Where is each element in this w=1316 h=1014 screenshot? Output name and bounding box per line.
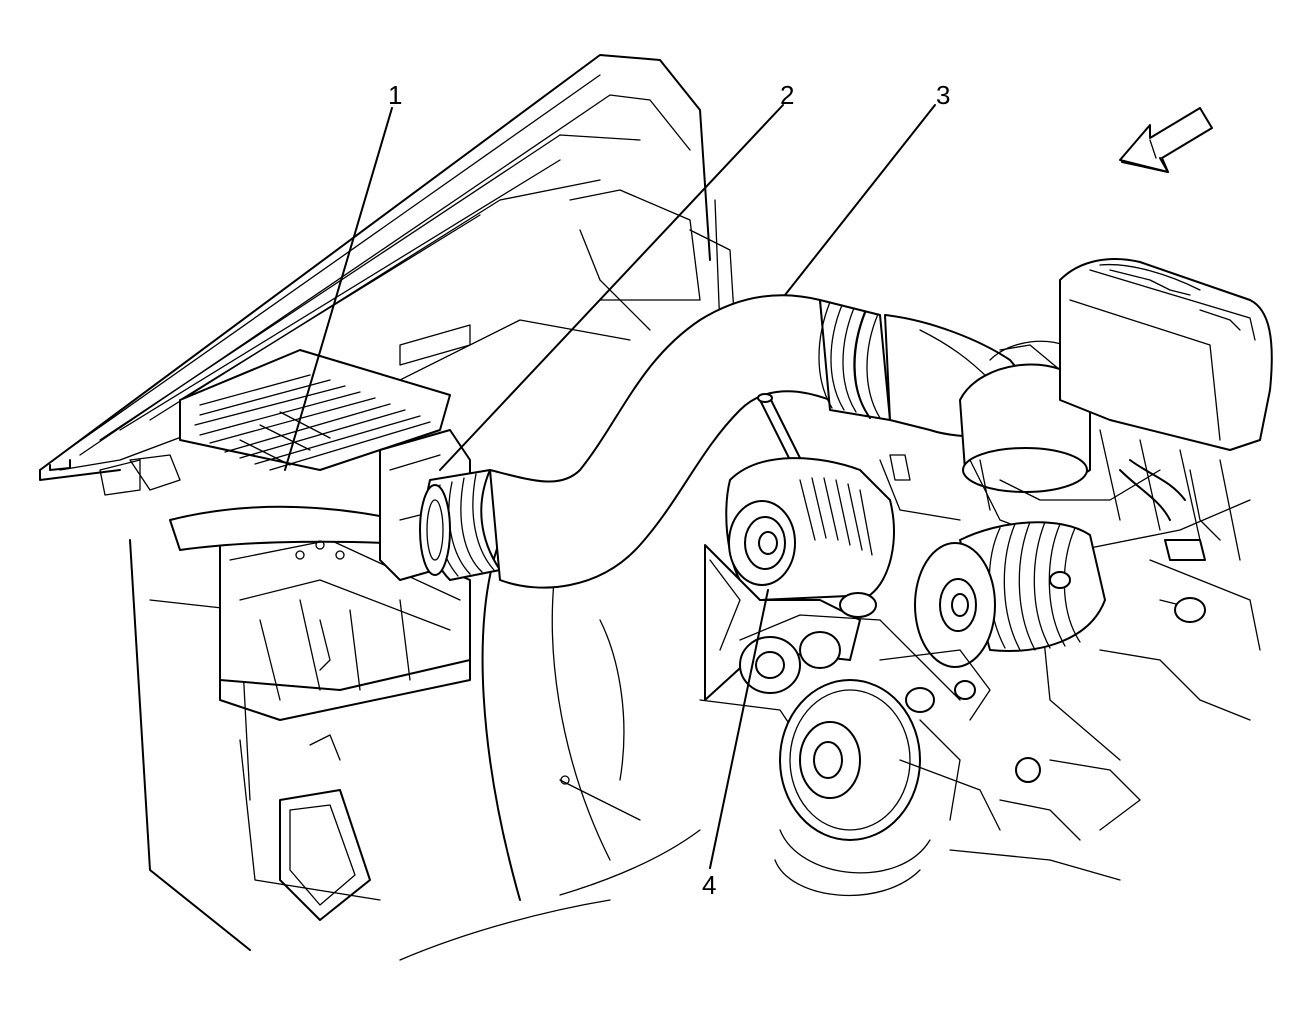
- outlet-duct-clamp: [419, 469, 501, 581]
- callout-3: 3: [936, 80, 950, 110]
- callout-4-leader: [709, 589, 769, 869]
- callout-1-leader: [284, 107, 393, 471]
- throttle-body: [959, 340, 1091, 493]
- callout-2: 2: [780, 80, 794, 110]
- callout-2-leader: [439, 104, 784, 471]
- engine-block: [879, 429, 1261, 881]
- idler-pulleys: [699, 614, 991, 821]
- callout-4: 4: [702, 870, 716, 900]
- front-direction-arrow: [1119, 107, 1213, 173]
- callout-3-leader: [784, 104, 936, 296]
- crankshaft-balancer: [774, 679, 1001, 897]
- water-pump-pulley: [914, 521, 1106, 668]
- engine-cover: [1059, 258, 1273, 451]
- air-cleaner-housing: [99, 349, 471, 721]
- callout-1: 1: [388, 80, 402, 110]
- callout-leaders: [284, 104, 936, 869]
